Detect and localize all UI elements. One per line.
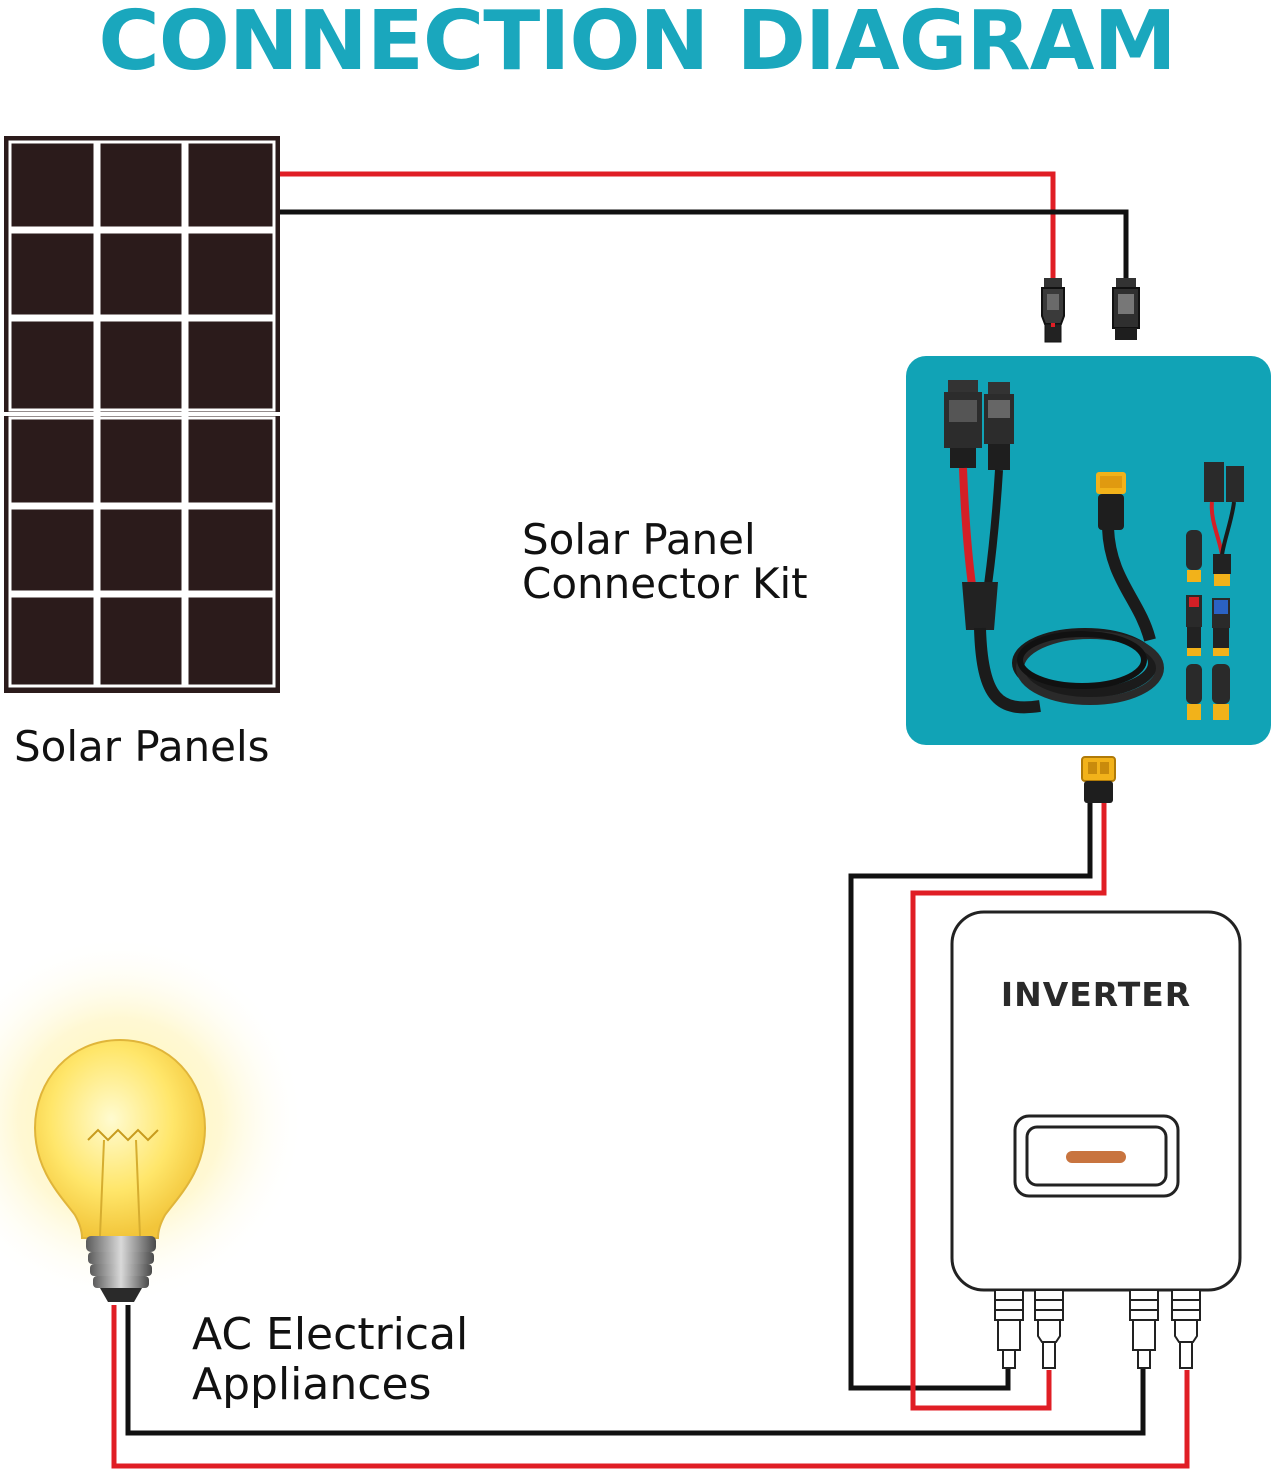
connector-kit-label-line2: Connector Kit bbox=[522, 559, 808, 608]
panel-positive-wire bbox=[280, 171, 1056, 282]
ac-appliances-label-line2: Appliances bbox=[192, 1359, 432, 1410]
wires bbox=[111, 171, 1190, 1469]
connector-kit-label: Solar Panel Connector Kit bbox=[522, 518, 808, 606]
solar-panel-icon bbox=[4, 136, 280, 693]
inverter-label: INVERTER bbox=[1000, 975, 1192, 1014]
diagram-title: CONNECTION DIAGRAM bbox=[98, 0, 1176, 89]
xt60-plug-icon bbox=[1081, 756, 1116, 803]
ac-positive-wire bbox=[111, 1305, 1190, 1469]
ac-appliances-label: AC Electrical Appliances bbox=[192, 1310, 468, 1410]
inverter-icon bbox=[950, 910, 1242, 1292]
kit-negative-wire bbox=[848, 800, 1093, 1391]
connector-kit-label-line1: Solar Panel bbox=[522, 515, 756, 564]
light-bulb-icon bbox=[0, 935, 305, 1305]
mc4-connector-icon bbox=[1112, 278, 1140, 340]
kit-positive-wire bbox=[910, 800, 1107, 1411]
connector-kit-icon bbox=[906, 356, 1271, 745]
solar-panels-label: Solar Panels bbox=[14, 722, 270, 771]
ac-negative-wire bbox=[125, 1305, 1146, 1436]
panel-negative-wire bbox=[280, 209, 1129, 282]
mc4-connector-icon bbox=[1041, 278, 1065, 343]
ac-appliances-label-line1: AC Electrical bbox=[192, 1309, 469, 1360]
mc4-connector-icon bbox=[994, 1289, 1201, 1369]
